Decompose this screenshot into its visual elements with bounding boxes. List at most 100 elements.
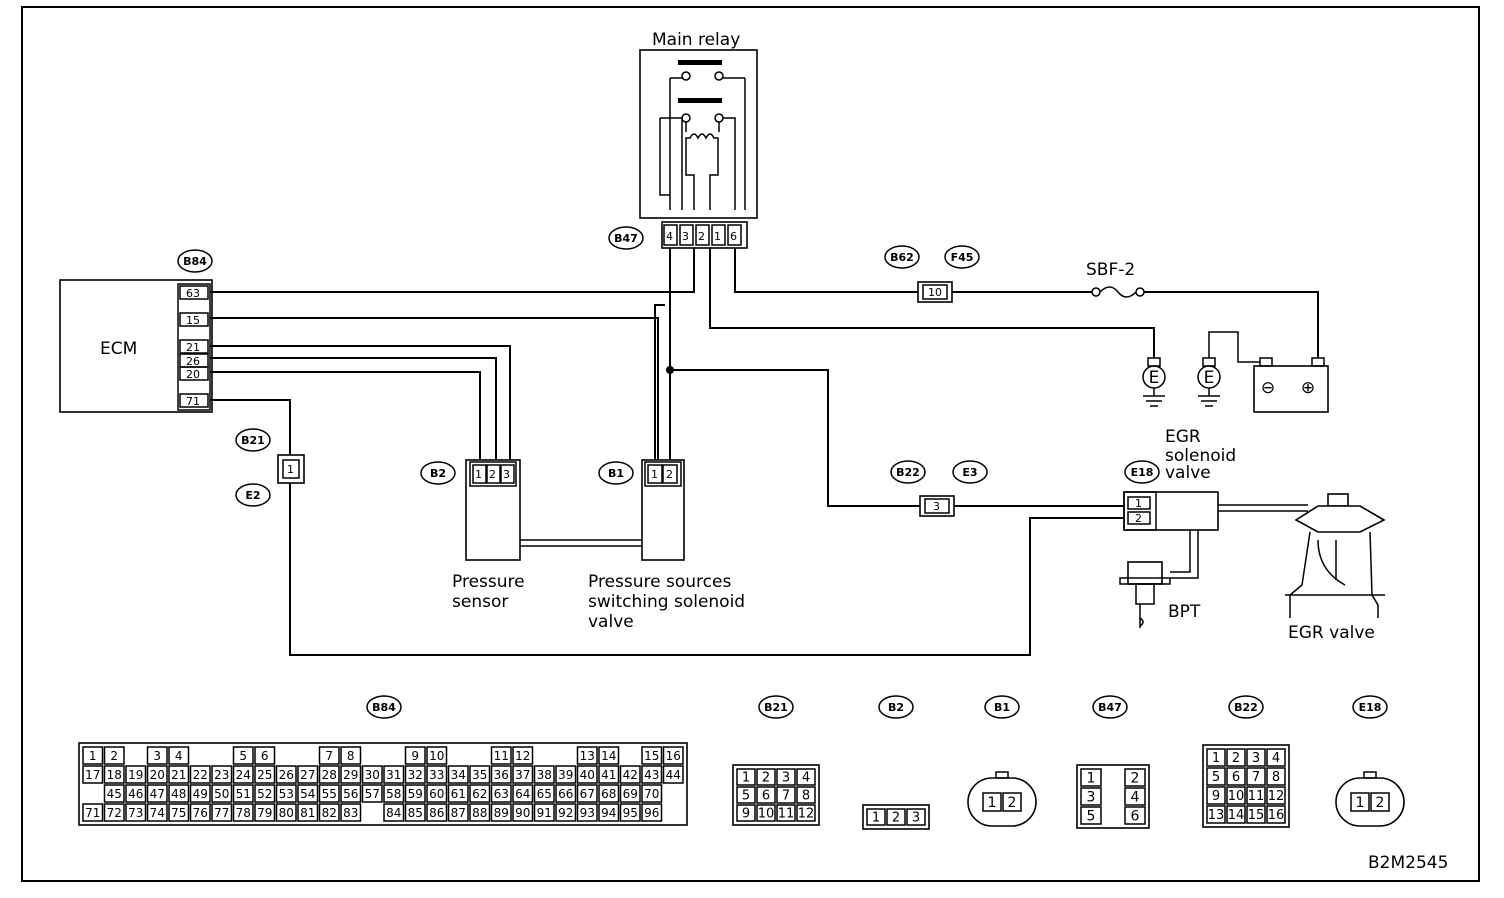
b22-pin-label: 8 bbox=[1272, 770, 1280, 785]
b22-e3-joint: B22 E3 3 bbox=[890, 460, 988, 517]
b84-pin-53 bbox=[275, 784, 297, 803]
b21-pin-label: 9 bbox=[742, 807, 750, 822]
b47-pin-6 bbox=[1124, 806, 1146, 825]
b1-pin-1 bbox=[982, 792, 1002, 812]
b84-pin-label: 45 bbox=[107, 787, 122, 801]
b84-pin-label: 90 bbox=[515, 806, 530, 820]
ground-1: E bbox=[1142, 357, 1166, 407]
b84-pin-58 bbox=[383, 784, 405, 803]
b84-pin-label: 35 bbox=[472, 768, 487, 782]
b84-pin-label: 30 bbox=[365, 768, 380, 782]
b84-pin-43 bbox=[641, 765, 663, 784]
svg-text:E: E bbox=[1204, 368, 1215, 388]
b22-pin-1 bbox=[1206, 748, 1226, 767]
b84-pin-label: 14 bbox=[601, 749, 616, 763]
b84-pin-22 bbox=[189, 765, 211, 784]
b84-pin-label: 33 bbox=[429, 768, 444, 782]
b84-pin-label: 91 bbox=[537, 806, 552, 820]
ecm-pin-63: 63 bbox=[179, 285, 209, 300]
b2-pin-label: 2 bbox=[892, 811, 900, 826]
b84-pin-5 bbox=[232, 746, 254, 765]
b84-pin-95 bbox=[619, 803, 641, 822]
b84-pin-label: 58 bbox=[386, 787, 401, 801]
b21-pin-9 bbox=[736, 804, 756, 822]
b21-housing bbox=[732, 764, 820, 826]
b84-pin-36 bbox=[490, 765, 512, 784]
b1-pin-label: 1 bbox=[988, 795, 997, 811]
b84-pin-label: 59 bbox=[408, 787, 423, 801]
pressure-sensor: B2 1 2 3 Pressure sensor bbox=[420, 459, 525, 612]
b84-pin-79 bbox=[254, 803, 276, 822]
b84-pin-label: 84 bbox=[386, 806, 401, 820]
b22-pin-label: 11 bbox=[1248, 789, 1265, 804]
b84-pin-28 bbox=[318, 765, 340, 784]
svg-text:63: 63 bbox=[186, 287, 200, 300]
svg-text:2: 2 bbox=[666, 468, 673, 481]
b84-pin-label: 87 bbox=[451, 806, 466, 820]
figure-id: B2M2545 bbox=[1368, 853, 1448, 873]
b84-pin-label: 24 bbox=[236, 768, 251, 782]
b21-pin-label: 8 bbox=[802, 789, 810, 804]
b47-pin-label: 4 bbox=[1131, 790, 1140, 806]
b84-pin-label: 86 bbox=[429, 806, 444, 820]
b22-pin-label: 10 bbox=[1228, 789, 1245, 804]
b47-pin-3 bbox=[1080, 787, 1102, 806]
b22-pin-3 bbox=[1246, 748, 1266, 767]
b84-pin-15 bbox=[641, 746, 663, 765]
b84-pin-21 bbox=[168, 765, 190, 784]
b47-pin-label: 2 bbox=[1131, 771, 1140, 787]
b47-pin-5 bbox=[1080, 806, 1102, 825]
b21-pin-label: 11 bbox=[778, 807, 795, 822]
b22-pin-7 bbox=[1246, 767, 1266, 786]
egr-valve: EGR valve bbox=[1285, 493, 1386, 643]
b22-pin-label: 13 bbox=[1208, 808, 1225, 823]
b84-pin-41 bbox=[598, 765, 620, 784]
svg-text:15: 15 bbox=[186, 314, 200, 327]
b84-pin-64 bbox=[512, 784, 534, 803]
b22-pin-label: 16 bbox=[1268, 808, 1285, 823]
b84-pin-88 bbox=[469, 803, 491, 822]
b84-pin-label: 96 bbox=[644, 806, 659, 820]
b84-pin-label: 28 bbox=[322, 768, 337, 782]
b22-pin-label: 6 bbox=[1232, 770, 1240, 785]
b21-pin-1 bbox=[736, 768, 756, 786]
b84-pin-82 bbox=[318, 803, 340, 822]
svg-text:21: 21 bbox=[186, 341, 200, 354]
b84-pin-29 bbox=[340, 765, 362, 784]
pressure-sources-switching-solenoid-valve: B1 1 2 Pressure sources switching soleno… bbox=[588, 459, 745, 632]
b84-pin-label: 63 bbox=[494, 787, 509, 801]
b84-pin-label: 47 bbox=[150, 787, 165, 801]
bpt: BPT bbox=[1119, 561, 1201, 628]
b84-pin-33 bbox=[426, 765, 448, 784]
b22-pin-label: 2 bbox=[1232, 751, 1240, 766]
b84-pin-49 bbox=[189, 784, 211, 803]
b84-pin-label: 52 bbox=[257, 787, 272, 801]
b84-pin-66 bbox=[555, 784, 577, 803]
b84-pin-label: 85 bbox=[408, 806, 423, 820]
b84-pin-63 bbox=[490, 784, 512, 803]
b84-pin-24 bbox=[232, 765, 254, 784]
b84-pin-label: 20 bbox=[150, 768, 165, 782]
pressure-sensor-label: Pressure bbox=[452, 572, 525, 592]
b84-pin-label: 15 bbox=[644, 749, 659, 763]
b84-pin-10 bbox=[426, 746, 448, 765]
b2-pin-1 bbox=[866, 808, 886, 826]
b84-pin-86 bbox=[426, 803, 448, 822]
svg-text:solenoid: solenoid bbox=[1165, 446, 1236, 466]
b21-pin-2 bbox=[756, 768, 776, 786]
b84-pin-23 bbox=[211, 765, 233, 784]
b84-pin-label: 1 bbox=[89, 749, 97, 763]
b84-pin-51 bbox=[232, 784, 254, 803]
svg-text:2: 2 bbox=[489, 468, 496, 481]
b84-tag: B84 bbox=[177, 249, 213, 273]
svg-text:26: 26 bbox=[186, 355, 200, 368]
b84-pin-label: 38 bbox=[537, 768, 552, 782]
b1-pin-2 bbox=[1002, 792, 1022, 812]
wires bbox=[210, 248, 1319, 656]
b84-pin-label: 43 bbox=[644, 768, 659, 782]
b22-pin-label: 4 bbox=[1272, 751, 1280, 766]
